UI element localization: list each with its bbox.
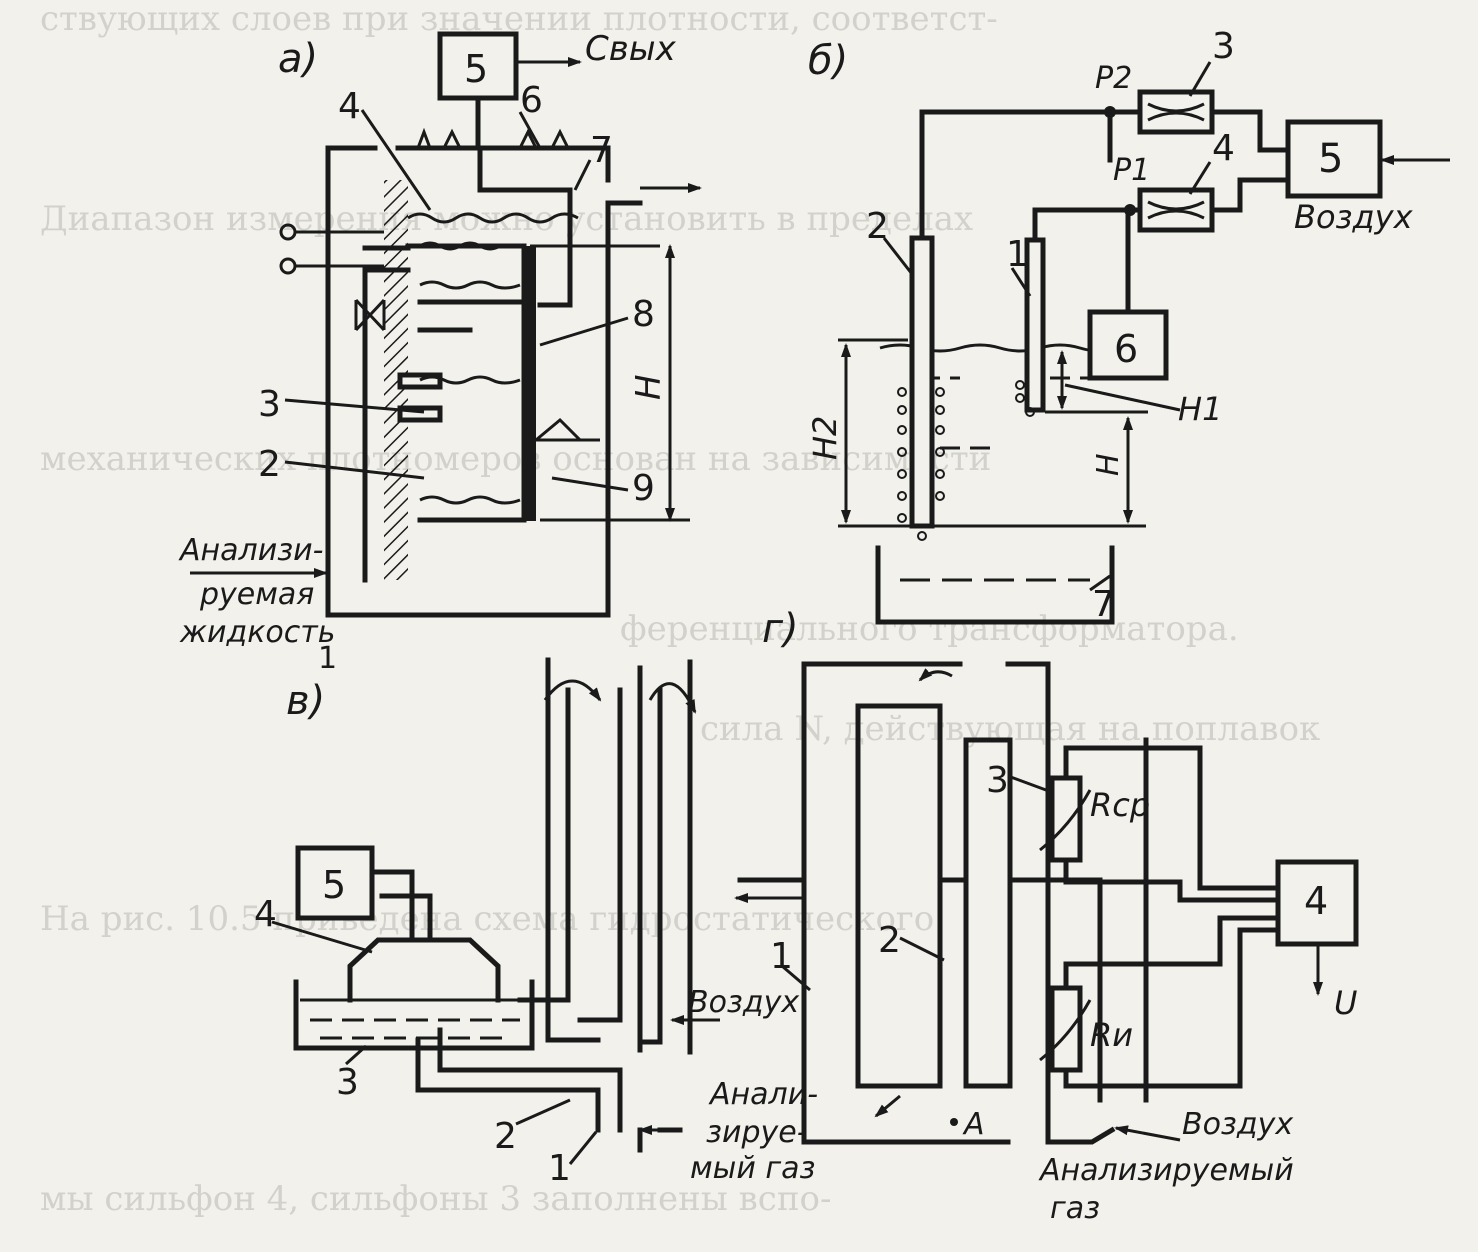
callout-a-7: 7 bbox=[590, 130, 613, 171]
callout-b-4: 4 bbox=[1212, 128, 1235, 169]
svg-text:Диапазон измерения можно устан: Диапазон измерения можно установить в пр… bbox=[40, 199, 973, 239]
callout-g-3: 3 bbox=[986, 760, 1009, 801]
callout-v-3: 3 bbox=[336, 1062, 359, 1103]
svg-text:ствующих слоев при значении пл: ствующих слоев при значении плотности, с… bbox=[40, 0, 998, 39]
svg-text:На рис. 10.5 приведена схема г: На рис. 10.5 приведена схема гидростатич… bbox=[40, 899, 934, 939]
callout-g-1: 1 bbox=[770, 936, 793, 977]
callout-a-3: 3 bbox=[258, 384, 281, 425]
callout-b-2: 2 bbox=[866, 206, 889, 247]
svg-text:ференциального трансформатора.: ференциального трансформатора. bbox=[620, 609, 1239, 649]
u-label: U bbox=[1334, 984, 1357, 1022]
svg-text:мы сильфон 4, сильфоны 3 запол: мы сильфон 4, сильфоны 3 заполнены вспо- bbox=[40, 1179, 831, 1219]
svg-text:механических плотномеров основ: механических плотномеров основан на зави… bbox=[40, 439, 991, 479]
panel-b: б) 6 bbox=[806, 26, 1450, 625]
callout-v-2: 2 bbox=[494, 1116, 517, 1157]
callout-a-6: 6 bbox=[520, 80, 543, 121]
h-label-b: H bbox=[1091, 453, 1126, 476]
air-label-b: Воздух bbox=[1294, 198, 1414, 236]
callout-v-5: 5 bbox=[322, 863, 346, 907]
h1-label: H1 bbox=[1178, 390, 1222, 428]
point-a-label: А bbox=[962, 1107, 985, 1142]
panel-label-a: а) bbox=[278, 36, 318, 82]
panel-label-g: г) bbox=[762, 606, 799, 652]
callout-g-2: 2 bbox=[878, 920, 901, 961]
ri-label: Rи bbox=[1090, 1016, 1133, 1054]
h2-label: H2 bbox=[806, 416, 844, 460]
callout-v-1: 1 bbox=[548, 1148, 571, 1189]
callout-b-1: 1 bbox=[1006, 234, 1029, 275]
callout-a-2: 2 bbox=[258, 444, 281, 485]
callout-a-4: 4 bbox=[338, 86, 361, 127]
callout-b-7: 7 bbox=[1092, 584, 1115, 625]
callout-a-9: 9 bbox=[632, 468, 655, 509]
block-6 bbox=[1087, 309, 1169, 381]
block-5v bbox=[295, 845, 375, 921]
callout-b-6: 6 bbox=[1114, 327, 1138, 371]
callout-a-8: 8 bbox=[632, 294, 655, 335]
callout-v-4: 4 bbox=[254, 894, 277, 935]
block-5b bbox=[1285, 119, 1383, 199]
height-label-a: H bbox=[629, 374, 669, 400]
rcp-label: Rср bbox=[1090, 786, 1150, 824]
gas-label-v: Анали-зируе-мый газ bbox=[690, 1077, 818, 1186]
panel-v: в) Воздух 5 4 3 bbox=[254, 657, 818, 1189]
output-label: Свых bbox=[585, 29, 677, 69]
panel-a: 5 Свых а) bbox=[178, 29, 702, 676]
air-label-v: Воздух bbox=[688, 985, 799, 1020]
p2-label: P2 bbox=[1095, 61, 1132, 96]
callout-a-1: 1 bbox=[318, 641, 337, 676]
tube-1 bbox=[1024, 237, 1046, 413]
callout-b-3: 3 bbox=[1212, 26, 1235, 67]
p1-label: P1 bbox=[1113, 153, 1150, 188]
air-label-g: Воздух bbox=[1182, 1107, 1293, 1142]
panel-g: г) А Rср Rи 4 U 3 bbox=[734, 606, 1359, 1226]
resistor-rcp bbox=[1049, 775, 1083, 863]
panel-label-v: в) bbox=[286, 678, 325, 724]
callout-g-4: 4 bbox=[1304, 879, 1328, 923]
tube-2 bbox=[909, 235, 935, 529]
resistor-ri bbox=[1049, 985, 1083, 1073]
callout-a-5: 5 bbox=[464, 47, 488, 91]
callout-b-5: 5 bbox=[1318, 136, 1343, 182]
panel-label-b: б) bbox=[808, 38, 848, 84]
